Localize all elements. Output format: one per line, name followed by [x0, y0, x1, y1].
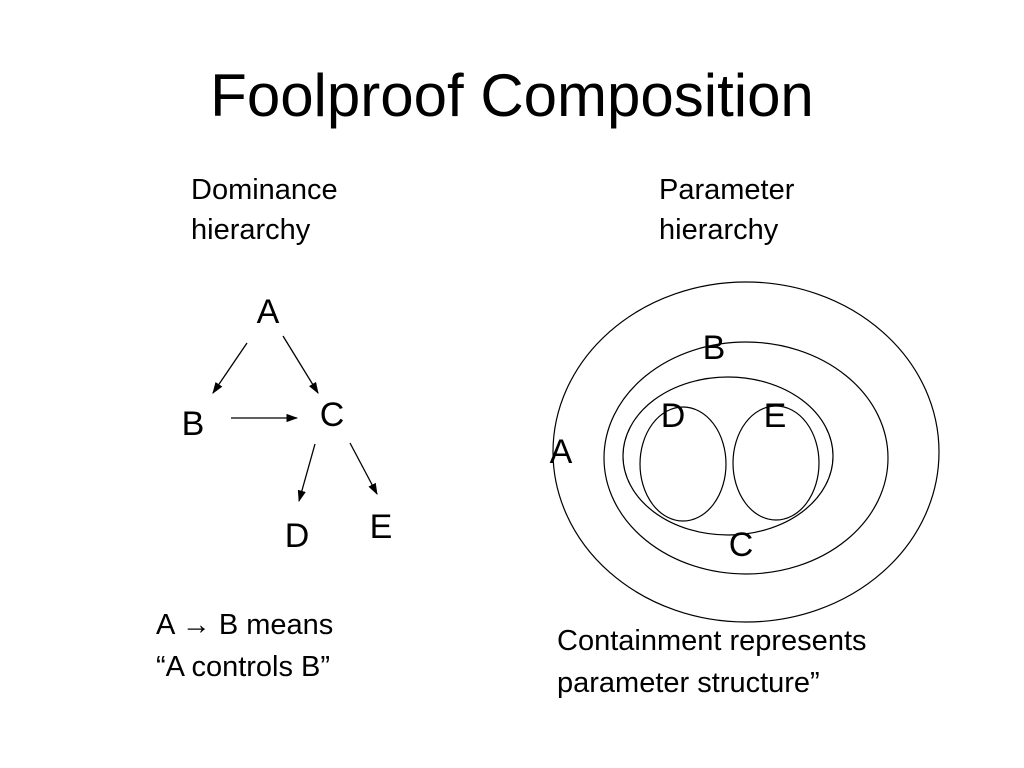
- parameter-heading-line2: hierarchy: [659, 214, 779, 246]
- region-b-ellipse: [603, 341, 889, 575]
- dominance-heading-line1: Dominance: [191, 174, 338, 206]
- arrow-a-to-c: [282, 335, 319, 394]
- parameter-caption-line1: Containment represents: [557, 625, 867, 657]
- dominance-caption: A → B means “A controls B”: [156, 604, 333, 688]
- parameter-label-a: A: [550, 433, 573, 471]
- dominance-node-d: D: [285, 517, 310, 555]
- parameter-heading: Parameter hierarchy: [659, 170, 794, 250]
- region-e-ellipse: [732, 405, 820, 521]
- parameter-label-d: D: [661, 397, 686, 435]
- dominance-caption-line1: A → B means: [156, 609, 334, 641]
- region-d-ellipse: [639, 406, 727, 522]
- dominance-node-e: E: [370, 508, 393, 546]
- dominance-hierarchy-diagram: A B C D E: [182, 293, 393, 555]
- arrow-c-to-e: [349, 442, 378, 496]
- dominance-node-c: C: [320, 396, 345, 434]
- parameter-label-e: E: [764, 397, 787, 435]
- dominance-caption-line2: “A controls B”: [156, 651, 331, 683]
- arrow-c-to-d: [297, 443, 316, 503]
- parameter-caption: Containment represents parameter structu…: [557, 620, 867, 704]
- parameter-hierarchy-labels: B D E A C: [550, 329, 787, 564]
- dominance-heading: Dominance hierarchy: [191, 170, 338, 250]
- parameter-caption-line2: parameter structure”: [557, 667, 820, 699]
- dominance-node-a: A: [257, 293, 280, 331]
- dominance-heading-line2: hierarchy: [191, 214, 311, 246]
- region-c-ellipse: [622, 376, 834, 536]
- slide-title: Foolproof Composition: [210, 62, 814, 129]
- parameter-label-b: B: [703, 329, 726, 367]
- region-a-ellipse: [552, 281, 940, 623]
- dominance-node-b: B: [182, 405, 205, 443]
- parameter-heading-line1: Parameter: [659, 174, 795, 206]
- parameter-label-c: C: [729, 526, 754, 564]
- arrow-a-to-b: [212, 342, 248, 394]
- parameter-hierarchy-diagram: [552, 281, 940, 623]
